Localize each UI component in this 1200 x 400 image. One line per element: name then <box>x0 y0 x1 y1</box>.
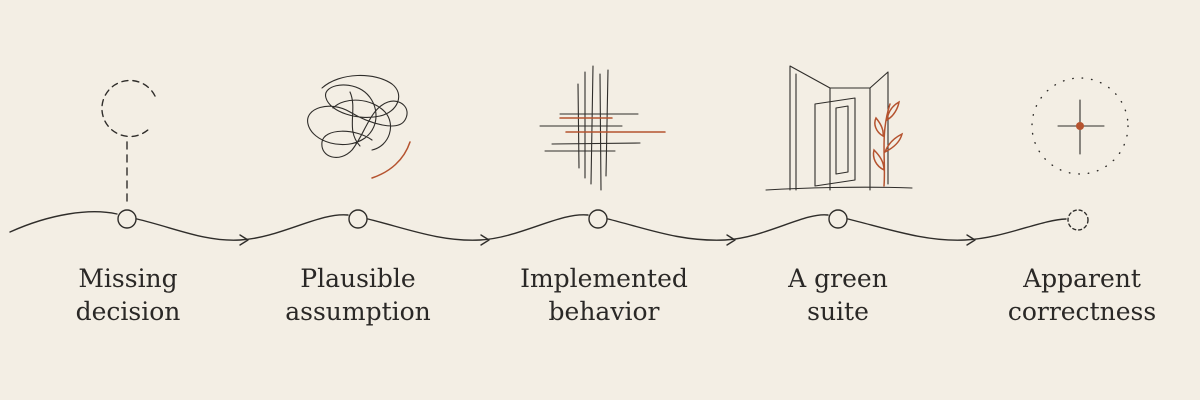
step-label-5: Apparent correctness <box>982 262 1182 328</box>
step-label-1-line1: Missing <box>78 264 178 293</box>
step-label-4-line1: A green <box>788 264 888 293</box>
arrow-head-3 <box>726 234 736 246</box>
timeline-wave <box>9 211 1067 241</box>
arrow-head-4 <box>966 234 976 246</box>
step-label-5-line2: correctness <box>1007 297 1157 326</box>
crosshatch-grid-icon <box>539 65 666 191</box>
dashed-broken-circle-icon <box>101 79 156 207</box>
node-1 <box>117 209 137 229</box>
node-4 <box>828 209 848 229</box>
step-label-2-line1: Plausible <box>300 264 416 293</box>
step-label-2: Plausible assumption <box>258 262 458 328</box>
node-3 <box>588 209 608 229</box>
step-label-1-line2: decision <box>75 297 181 326</box>
step-label-3-line1: Implemented <box>520 264 688 293</box>
tangled-scribble-icon <box>307 74 411 179</box>
step-label-2-line2: assumption <box>285 297 431 326</box>
facade-with-plant-icon <box>765 65 913 191</box>
step-label-3-line2: behavior <box>548 297 660 326</box>
node-2 <box>348 209 368 229</box>
arrow-head-2 <box>480 234 490 246</box>
arrow-head-1 <box>239 234 249 246</box>
node-5-dashed <box>1067 209 1089 231</box>
step-label-5-line1: Apparent <box>1023 264 1141 293</box>
step-label-3: Implemented behavior <box>504 262 704 328</box>
step-label-4: A green suite <box>738 262 938 328</box>
step-label-4-line2: suite <box>807 297 869 326</box>
dotted-circle-sparkle-icon <box>1031 77 1129 175</box>
step-label-1: Missing decision <box>28 262 228 328</box>
